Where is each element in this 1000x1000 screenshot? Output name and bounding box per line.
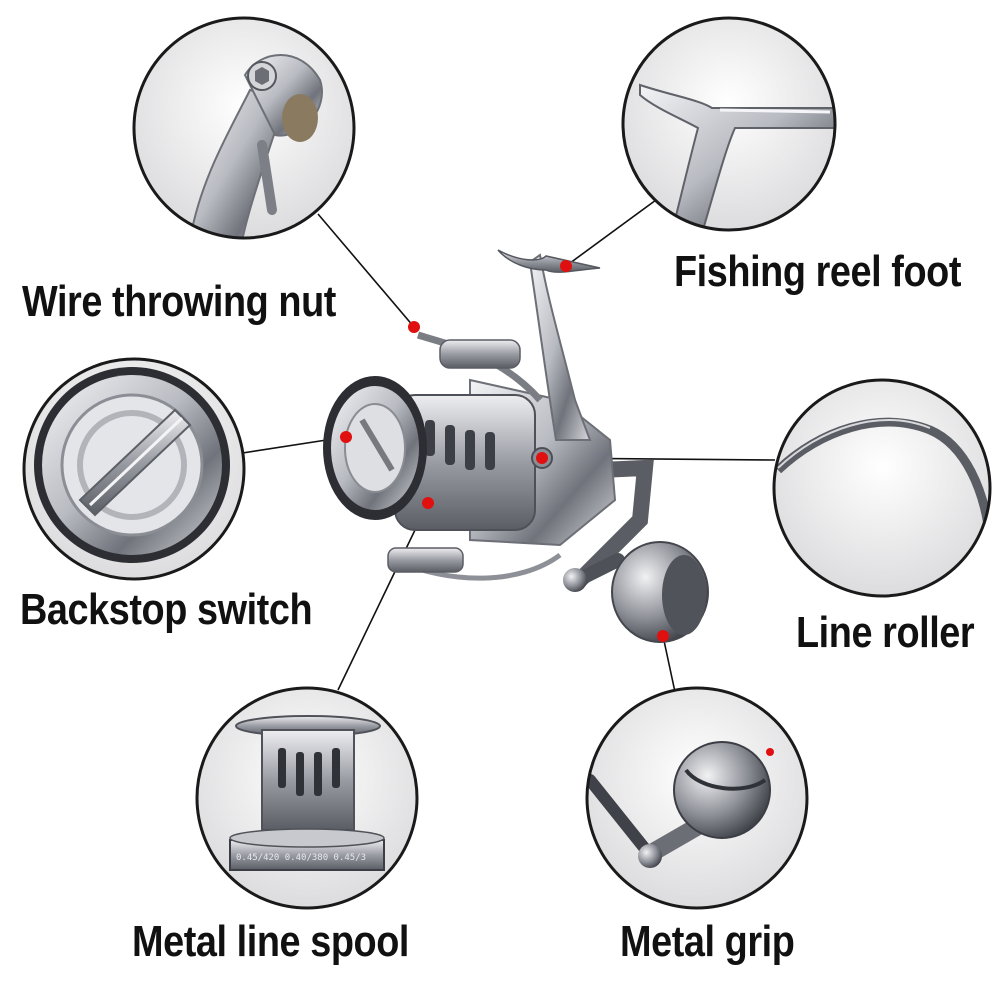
grip-marker-dot (766, 748, 774, 756)
detail-circle-metal-line-spool: 0.45/420 0.40/380 0.45/3 (195, 686, 419, 910)
reel-illustration (323, 249, 709, 643)
marker-dot-metal-line-spool (422, 497, 434, 509)
leader-line-metal-line-spool (337, 502, 429, 691)
detail-circle-line-roller (772, 378, 992, 598)
label-metal-grip: Metal grip (620, 917, 795, 966)
detail-circle-fishing-reel-foot (621, 16, 837, 232)
detail-circle-metal-grip (585, 686, 809, 910)
label-wire-throwing-nut: Wire throwing nut (22, 277, 336, 326)
marker-dot-line-roller (536, 452, 548, 464)
marker-dot-backstop-switch (340, 431, 352, 443)
detail-circle-wire-throwing-nut (132, 16, 356, 240)
marker-dot-fishing-reel-foot (560, 260, 572, 272)
marker-dot-metal-grip (657, 630, 669, 642)
label-metal-line-spool: Metal line spool (132, 917, 409, 966)
detail-circle-backstop-switch (22, 357, 246, 581)
spool-engraving: 0.45/420 0.40/380 0.45/3 (236, 853, 366, 863)
leader-line-wire-throwing-nut (317, 213, 415, 328)
label-backstop-switch: Backstop switch (20, 585, 313, 634)
marker-dots (340, 260, 669, 642)
marker-dot-wire-throwing-nut (408, 321, 420, 333)
label-fishing-reel-foot: Fishing reel foot (674, 247, 962, 296)
leader-line-metal-grip (662, 635, 676, 693)
leader-line-fishing-reel-foot (565, 199, 657, 267)
label-line-roller: Line roller (796, 608, 975, 657)
